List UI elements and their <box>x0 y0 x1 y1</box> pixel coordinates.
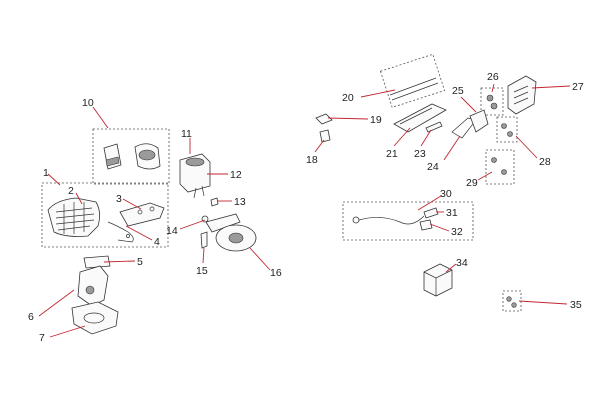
callout-11: 11 <box>181 128 192 140</box>
part-19-drawing <box>315 113 333 125</box>
callout-13: 13 <box>234 196 246 208</box>
callout-12: 12 <box>230 169 242 181</box>
part-21-drawing <box>393 103 447 133</box>
part-2-drawing <box>47 197 100 237</box>
leader-6 <box>38 289 75 317</box>
callout-labels: 10 1 2 3 4 5 6 7 11 12 13 14 15 16 20 19… <box>28 71 584 344</box>
part-group-26-box <box>480 87 504 116</box>
part-group-10-box <box>92 128 170 185</box>
leader-2 <box>75 192 83 205</box>
leader-35 <box>518 300 568 305</box>
leader-34 <box>445 263 457 273</box>
part-11-drawing <box>179 153 211 193</box>
callout-30: 30 <box>440 188 452 200</box>
part-25-drawing <box>469 109 489 133</box>
callout-31: 31 <box>446 207 458 219</box>
part-group-35-box <box>502 290 522 312</box>
callout-25: 25 <box>452 85 464 97</box>
leader-4 <box>125 225 153 241</box>
callout-21: 21 <box>386 148 398 160</box>
part-18-drawing <box>319 129 331 143</box>
leader-14 <box>179 219 206 230</box>
part-20-drawing <box>389 77 439 101</box>
callout-19: 19 <box>370 114 382 126</box>
leader-29 <box>477 171 493 181</box>
callout-2: 2 <box>68 185 74 197</box>
part-5-drawing <box>83 255 111 269</box>
leader-7 <box>49 325 86 338</box>
callout-26: 26 <box>487 71 499 83</box>
leader-3 <box>122 198 142 210</box>
part-35-drawing <box>506 296 517 308</box>
leader-15 <box>202 247 205 264</box>
part-28-drawing <box>501 123 513 137</box>
leader-lines <box>38 83 571 338</box>
callout-35: 35 <box>570 299 582 311</box>
part-23-drawing <box>425 121 443 133</box>
leader-25 <box>460 96 477 113</box>
callout-3: 3 <box>116 193 122 205</box>
part-group-20-box <box>379 53 446 108</box>
callout-5: 5 <box>137 256 143 268</box>
part-31-drawing <box>423 207 439 219</box>
leader-5 <box>103 260 136 263</box>
part-34-drawing <box>423 263 453 297</box>
part-29-drawing <box>491 157 507 175</box>
callout-16: 16 <box>270 267 282 279</box>
part-10-drawing <box>103 143 161 170</box>
callout-1: 1 <box>43 167 49 179</box>
part-27-drawing <box>507 75 537 115</box>
leader-20 <box>360 89 396 98</box>
callout-28: 28 <box>539 156 551 168</box>
leader-16 <box>249 247 271 271</box>
part-13-drawing <box>210 197 219 207</box>
part-26-drawing <box>486 94 498 110</box>
leader-24 <box>443 135 461 161</box>
leader-19 <box>327 117 369 120</box>
callout-34: 34 <box>456 257 468 269</box>
callout-18: 18 <box>306 154 318 166</box>
callout-15: 15 <box>196 265 208 277</box>
callout-7: 7 <box>39 332 45 344</box>
part-group-1-box <box>41 182 169 248</box>
part-4-drawing <box>107 221 134 243</box>
callout-6: 6 <box>28 311 34 323</box>
leader-30 <box>417 195 442 211</box>
leader-23 <box>420 129 432 147</box>
callout-24: 24 <box>427 161 439 173</box>
part-32-drawing <box>419 219 433 231</box>
leader-28 <box>515 135 538 159</box>
callout-29: 29 <box>466 177 478 189</box>
part-30-drawing <box>352 215 425 225</box>
leader-26 <box>491 83 495 93</box>
leader-27 <box>531 85 571 89</box>
callout-32: 32 <box>451 226 463 238</box>
leader-10 <box>92 106 109 129</box>
part-16-drawing <box>205 213 257 252</box>
leader-32 <box>429 223 450 232</box>
callout-4: 4 <box>154 236 160 248</box>
part-7-drawing <box>71 301 119 335</box>
part-12-drawing <box>193 185 205 199</box>
leader-18 <box>314 139 325 153</box>
callout-27: 27 <box>572 81 584 93</box>
part-3-drawing <box>119 202 165 227</box>
part-group-30-box <box>342 201 474 241</box>
part-15-drawing <box>200 231 208 249</box>
leader-21 <box>393 127 411 147</box>
leader-1 <box>47 173 61 186</box>
callout-10: 10 <box>82 97 94 109</box>
part-6-drawing <box>77 265 109 307</box>
callout-23: 23 <box>414 148 426 160</box>
callout-20: 20 <box>342 92 354 104</box>
part-group-29-box <box>485 149 515 185</box>
part-group-28-box <box>496 116 518 143</box>
callout-14: 14 <box>166 225 178 237</box>
